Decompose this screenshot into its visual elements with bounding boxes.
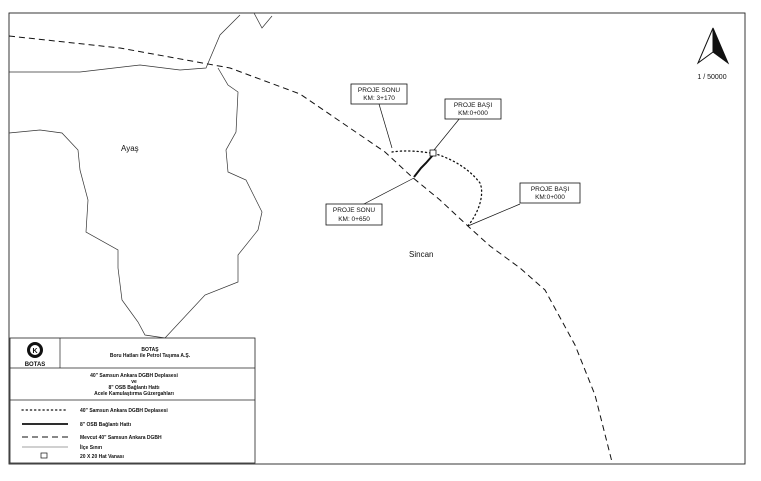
company-name: Boru Hatları ile Petrol Taşıma A.Ş. <box>110 353 191 359</box>
leader-proje-basi-top <box>433 117 461 151</box>
callout-proje-sonu-left: PROJE SONU KM: 0+650 <box>325 203 383 226</box>
place-sincan: Sincan <box>409 250 433 259</box>
logo-text: BOTAS <box>25 362 46 368</box>
callout-proje-sonu-top: PROJE SONU KM: 3+170 <box>350 83 408 105</box>
leader-proje-sonu-top <box>378 103 393 149</box>
callout-km: KM: 0+650 <box>338 216 370 223</box>
existing-pipeline-line <box>8 35 613 463</box>
project-line2: ve <box>131 379 137 385</box>
north-arrow-icon <box>696 27 730 65</box>
project-line3: 8" OSB Bağlantı Hattı <box>109 385 161 391</box>
callout-km: KM:0+000 <box>535 194 565 201</box>
legend-panel: K BOTAS BOTAŞ Boru Hatları ile Petrol Ta… <box>9 337 256 464</box>
callout-title: PROJE SONU <box>333 207 376 214</box>
place-ayas: Ayaş <box>121 144 139 153</box>
callout-title: PROJE SONU <box>358 87 401 94</box>
company-short: BOTAŞ <box>141 347 159 353</box>
callout-km: KM: 3+170 <box>363 95 395 102</box>
callout-title: PROJE BAŞI <box>454 102 492 109</box>
legend-item-label: 40" Samsun Ankara DGBH Deplasesi <box>80 408 168 414</box>
leader-proje-basi-right <box>467 203 521 227</box>
logo-glyph: K <box>32 348 37 355</box>
callout-title: PROJE BAŞI <box>531 186 569 193</box>
valve-marker <box>429 149 437 157</box>
leader-proje-sonu-left <box>359 177 415 207</box>
scale-label: 1 / 50000 <box>697 74 726 81</box>
callout-proje-basi-right: PROJE BAŞI KM:0+000 <box>519 182 581 204</box>
legend-item-label: Mevcut 40" Samsun Ankara DGBH <box>80 435 162 441</box>
callout-proje-basi-top: PROJE BAŞI KM:0+000 <box>444 98 502 120</box>
deplase-route-line <box>391 150 483 229</box>
botas-logo-icon: K BOTAS <box>25 342 46 368</box>
osb-connection-line <box>413 154 434 178</box>
project-line4: Acele Kamulaştırma Güzergahları <box>94 391 174 397</box>
project-line1: 40" Samsun Ankara DGBH Deplasesi <box>90 373 178 379</box>
legend-item-label: İlçe Sınırı <box>80 444 103 451</box>
legend-item-label: 8" OSB Bağlantı Hattı <box>80 422 132 428</box>
legend-item-label: 20 X 20 Hat Vanası <box>80 454 125 460</box>
legend-symbol-valve <box>40 452 48 459</box>
callout-km: KM:0+000 <box>458 110 488 117</box>
